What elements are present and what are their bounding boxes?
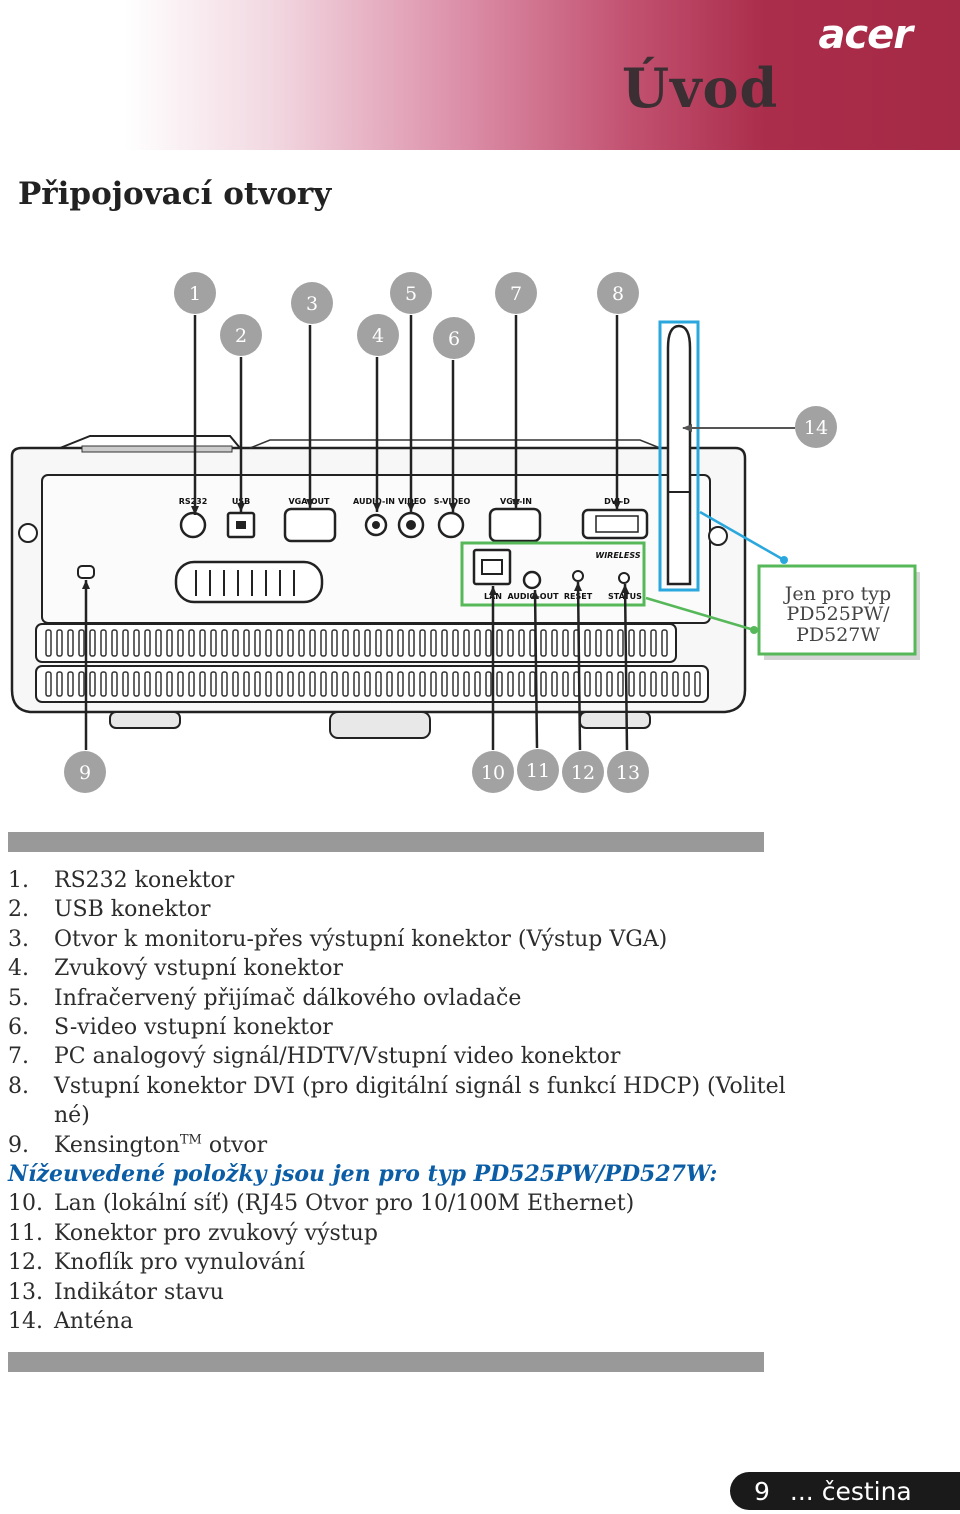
list-item: 6.S-video vstupní konektor <box>8 1015 333 1041</box>
page-header: acer Úvod <box>0 0 960 150</box>
divider-top <box>8 832 764 852</box>
label-wireless: WIRELESS <box>595 551 640 560</box>
list-item: 12.Knoflík pro vynulování <box>8 1250 305 1276</box>
list-item: 11.Konektor pro zvukový výstup <box>8 1220 378 1246</box>
antenna-frame <box>658 320 700 592</box>
rs232-port <box>179 511 207 539</box>
list-item: 3.Otvor k monitoru-přes výstupní konekto… <box>8 926 668 952</box>
vga-in-port <box>488 507 542 543</box>
model-note-text: Jen pro typ PD525PW/ PD527W <box>783 583 891 646</box>
list-item: 8.Vstupní konektor DVI (pro digitální si… <box>8 1073 786 1129</box>
callout-number: 8 <box>612 283 624 305</box>
acer-logo: acer <box>818 12 913 58</box>
rear-panel-illustration: Jen pro typ PD525PW/ PD527W RS232 USB VG… <box>10 272 920 793</box>
list-item: 5.Infračervený přijímač dálkového ovlada… <box>8 985 522 1011</box>
callout-circle <box>220 314 262 356</box>
status-led <box>618 572 630 584</box>
list-item: 2.USB konektor <box>8 897 211 923</box>
list-item: 1.RS232 konektor <box>8 868 235 893</box>
vga-out-port <box>283 507 337 543</box>
s-video-port <box>437 511 465 539</box>
callout-number: 7 <box>510 283 522 305</box>
callout-number: 13 <box>616 762 640 784</box>
callout-circle <box>174 272 216 314</box>
callout-circle <box>64 751 106 793</box>
label-rs232: RS232 <box>179 497 208 506</box>
divider-bottom <box>8 1352 764 1372</box>
list-item: 10.Lan (lokální síť) (RJ45 Otvor pro 10/… <box>8 1191 635 1217</box>
page-number: 9 <box>754 1476 770 1506</box>
wireless-models-note: Níže­uvedené položky jsou jen pro typ PD… <box>8 1161 718 1188</box>
callout-number: 2 <box>235 325 247 347</box>
callout-number: 12 <box>571 762 595 784</box>
svg-text:PD525PW/: PD525PW/ <box>787 603 891 625</box>
wireless-module-frame <box>460 541 646 607</box>
callout-circle <box>291 282 333 324</box>
callout-number: 6 <box>448 328 460 350</box>
connector-list: 1.RS232 konektor 2.USB konektor 3.Otvor … <box>8 866 788 1337</box>
callout-number: 1 <box>189 283 201 305</box>
list-item: 14.Anténa <box>8 1309 134 1335</box>
callout-number: 4 <box>372 325 384 347</box>
callout-number: 3 <box>306 293 318 315</box>
callout-number: 9 <box>79 762 91 784</box>
top-vent <box>59 435 241 449</box>
screw-left <box>18 523 38 543</box>
foot-center <box>329 711 431 739</box>
audio-out-port <box>522 570 542 590</box>
foot-left <box>109 711 181 729</box>
callout-circle <box>597 272 639 314</box>
callout-circle <box>472 751 514 793</box>
screw-right <box>708 526 728 546</box>
callout-number: 5 <box>405 283 417 305</box>
leader-lines <box>82 315 629 751</box>
list-item: 4.Zvukový vstupní konektor <box>8 956 344 982</box>
callout-circle <box>433 317 475 359</box>
footer-language: ... čestina <box>789 1476 912 1506</box>
svg-text:Jen pro typ: Jen pro typ <box>783 583 891 605</box>
reset-button <box>572 570 584 582</box>
list-item: 7.PC analogový signál/HDTV/Vstupní video… <box>8 1044 621 1070</box>
callout-circle <box>495 272 537 314</box>
callout-number: 14 <box>804 417 828 439</box>
svg-text:PD527W: PD527W <box>796 624 880 646</box>
model-note-box <box>757 564 917 656</box>
antenna <box>666 324 692 586</box>
label-audio-in: AUDIO-IN <box>353 497 395 506</box>
callout-circle <box>357 314 399 356</box>
callout-number: 11 <box>526 760 550 782</box>
callout-circle <box>517 749 559 791</box>
list-item: 13.Indikátor stavu <box>8 1279 224 1305</box>
callout-circle <box>562 751 604 793</box>
foot-right <box>579 711 651 729</box>
page-footer: 9 ... čestina <box>730 1472 960 1510</box>
chapter-title: Úvod <box>622 56 779 120</box>
callout-circle <box>390 272 432 314</box>
callout-number: 10 <box>481 762 505 784</box>
section-title: Připojovací otvory <box>18 176 332 212</box>
callout-circle <box>607 751 649 793</box>
fan-grille <box>174 560 324 604</box>
list-item: 9.KensingtonTM otvor <box>8 1132 268 1158</box>
callout-circle <box>795 406 837 448</box>
projector-rear-panel-figure: Jen pro typ PD525PW/ PD527W RS232 USB VG… <box>0 260 960 820</box>
trademark-sup: TM <box>179 1132 202 1148</box>
kensington-slot <box>77 565 95 579</box>
